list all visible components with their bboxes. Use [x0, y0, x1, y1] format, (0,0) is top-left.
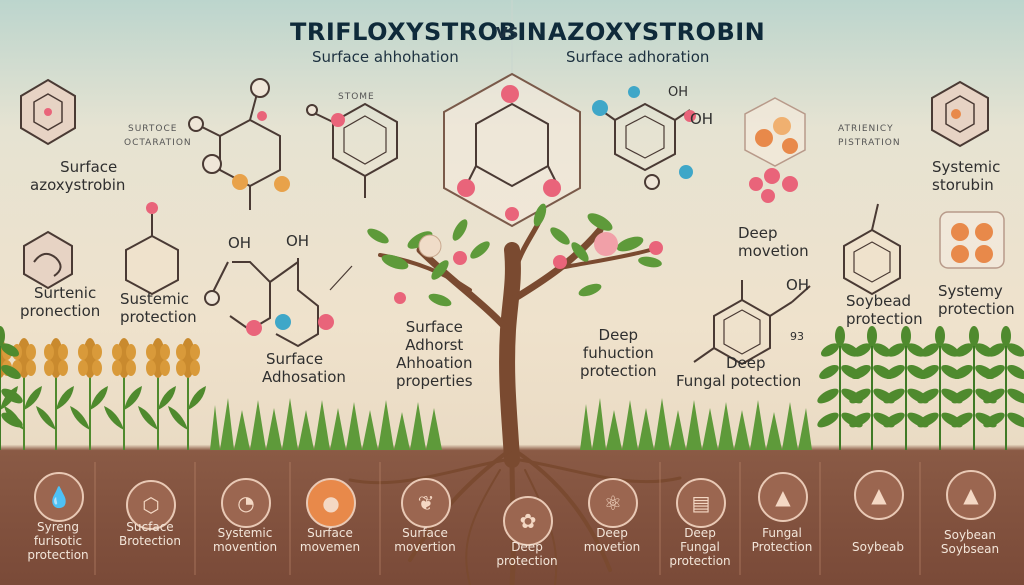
bottom-label: Syreng furisotic protection — [27, 520, 89, 562]
molecule-oh-chain — [204, 258, 353, 348]
label-oh-e: OH — [786, 276, 810, 294]
bottom-icon: ◔ — [221, 478, 271, 528]
bottom-label: Surface movemen — [299, 526, 361, 554]
label-oh-a: OH — [228, 234, 252, 252]
bead-box-right-mid — [939, 211, 1005, 269]
grass-strip — [210, 398, 812, 450]
label-systemy-protection: Systemy protection — [938, 282, 1015, 318]
molecule-right — [592, 86, 696, 190]
bottom-icon: ⚛ — [588, 478, 638, 528]
label-deep-fungal: Deep Fungal potection — [676, 354, 802, 390]
bottom-icon: ▲ — [946, 470, 996, 520]
subtitle-right: Surface adhoration — [566, 48, 710, 66]
bottom-icon: ✿ — [503, 496, 553, 546]
subtitle-left: Surface ahhohation — [312, 48, 459, 66]
tree-fruits — [394, 232, 663, 304]
bottom-icon: ▲ — [854, 470, 904, 520]
label-oh-d: OH — [690, 110, 714, 128]
bottom-icon: ● — [306, 478, 356, 528]
label-deep-movetion: Deep movetion — [738, 224, 809, 260]
molecule-left-upper — [188, 78, 290, 210]
title-trifloxystrobin: TRIFLOXYSTROBIN — [290, 18, 548, 46]
label-oh-b: OH — [286, 232, 310, 250]
molecule-left-hexagon-small — [125, 202, 179, 296]
bottom-label: Fungal Protection — [751, 526, 813, 554]
molecule-right-lower — [693, 280, 811, 366]
bottom-icon: ⬡ — [126, 480, 176, 530]
hexagon-right-mid — [843, 203, 901, 296]
label-surtoce: SURTOCE — [128, 124, 178, 134]
tree-leaves — [367, 203, 662, 307]
label-oh-c: OH — [668, 85, 689, 100]
molecule-left-mid — [306, 102, 398, 198]
bottom-label: Deep protection — [496, 540, 558, 568]
label-surface-azoxystrobin: Surface azoxystrobin — [30, 158, 126, 194]
bottom-icon: ▲ — [758, 472, 808, 522]
label-atrienicy: ATRIENICY — [838, 124, 894, 134]
soil-dividers — [94, 462, 921, 575]
bottom-icon: ▤ — [676, 478, 726, 528]
label-93: 93 — [790, 330, 804, 343]
hexagon-icon-top-left — [20, 78, 76, 146]
bottom-icon: ❦ — [401, 478, 451, 528]
bottom-label: Soybean Soybsean — [940, 528, 1000, 556]
label-systemic-storubin: Systemic storubin — [932, 158, 1001, 194]
label-stome: STOME — [338, 92, 375, 102]
molecule-left-ring — [23, 230, 73, 290]
label-surface-properties: Surface Adhorst Ahhoation properties — [396, 318, 473, 390]
label-surtenic-pronection: Surtenic pronection — [20, 284, 101, 320]
label-soybead-protection: Soybead protection — [846, 292, 923, 328]
wheat-field-left — [0, 337, 207, 451]
label-pistration: PISTRATION — [838, 138, 901, 148]
bottom-label: Sucface Brotection — [119, 520, 181, 548]
bottom-label: Deep Fungal protection — [669, 526, 731, 568]
bottom-label: Soybeab — [851, 540, 905, 554]
soy-field-right — [0, 325, 1024, 451]
label-octoration: OCTARATION — [124, 138, 192, 148]
molecule-center-hexagon — [443, 72, 581, 228]
label-sustemic-protection: Sustemic protection — [120, 290, 197, 326]
bead-cluster-right-top — [744, 97, 806, 203]
bottom-label: Systemic movention — [212, 526, 278, 554]
bottom-label: Surface movertion — [394, 526, 456, 554]
hexagon-icon-top-right — [931, 80, 989, 148]
title-vs: VS — [496, 24, 519, 42]
bottom-icon: 💧 — [34, 472, 84, 522]
bottom-label: Deep movetion — [583, 526, 641, 554]
label-deep-fuhuction: Deep fuhuction protection — [580, 326, 657, 380]
label-surface-adhosation: Surface Adhosation — [262, 350, 346, 386]
title-azoxystrobin: AZOXYSTROBIN — [548, 18, 766, 46]
